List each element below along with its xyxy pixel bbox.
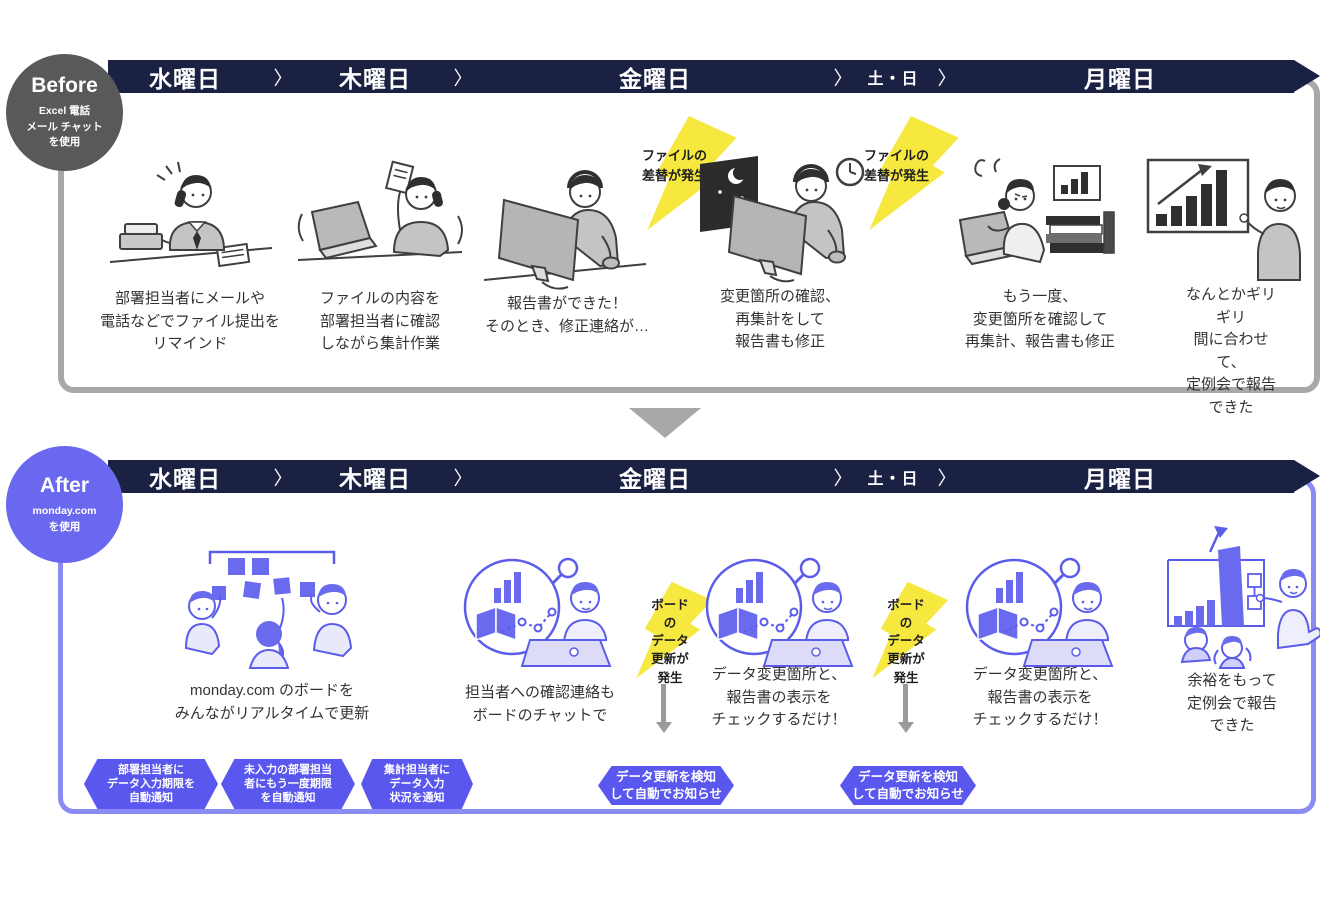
before-timeline-bar: 水曜日 〉 木曜日 〉 金曜日 〉 土・日 〉 月曜日: [108, 60, 1320, 93]
before-alert-1-text: ファイルの 差替が発生: [642, 148, 708, 184]
before-step-5-caption: もう一度、 変更箇所を確認して 再集計、報告書も修正: [964, 288, 1116, 350]
notification-badge-deadline-auto: 部署担当者に データ入力期限を 自動通知: [84, 759, 218, 809]
board-chat-illustration: [450, 552, 628, 682]
chevron-right-icon: 〉: [273, 468, 293, 489]
before-badge-title: Before: [31, 73, 98, 97]
after-day-weekend: 土・日: [867, 470, 919, 488]
after-day-wednesday: 水曜日: [149, 465, 221, 492]
transition-down-arrow-icon: [629, 408, 701, 438]
data-check-illustration: [952, 552, 1130, 682]
file-check-illustration: [290, 158, 470, 289]
stressed-rework-illustration: [952, 158, 1127, 288]
night-rework-illustration: [692, 148, 872, 288]
down-arrow-icon: [655, 684, 672, 733]
deadline-presentation-illustration: [1140, 152, 1315, 287]
after-badge-title: After: [39, 473, 89, 497]
before-badge-subtitle: Excel 電話 メール チャット を使用: [26, 104, 103, 149]
report-done-illustration: [478, 162, 653, 295]
phone-reminder-illustration: [100, 158, 280, 289]
chevron-right-icon: 〉: [937, 68, 957, 89]
before-step-3-caption: 報告書ができた！ そのとき、修正連絡が…: [485, 295, 649, 335]
chevron-right-icon: 〉: [273, 68, 293, 89]
board-update-alert-bolt-icon: ボードの データ 更新が発生: [628, 576, 712, 685]
down-arrow-icon: [897, 684, 914, 733]
notification-badge-input-status: 集計担当者に データ入力 状況を通知: [361, 759, 473, 809]
after-alert-1-text: ボードの データ 更新が発生: [651, 598, 689, 685]
after-step-3-caption: データ変更箇所と、 報告書の表示を チェックするだけ！: [711, 666, 847, 728]
chevron-right-icon: 〉: [833, 468, 853, 489]
after-day-thursday: 木曜日: [339, 465, 411, 492]
chevron-right-icon: 〉: [453, 468, 473, 489]
after-step-1-caption: monday.com のボードを みんながリアルタイムで更新: [174, 682, 370, 722]
after-step-5-caption: 余裕をもって 定例会で報告できた: [1186, 672, 1277, 734]
after-badge: After monday.com を使用: [6, 446, 123, 563]
notification-badge-remind-again: 未入力の部署担当 者にもう一度期限 を自動通知: [221, 759, 355, 809]
notification-badge-update-detect-1: データ更新を検知 して自動でお知らせ: [598, 766, 734, 805]
before-step-6-caption: なんとかギリギリ 間に合わせて、 定例会で報告できた: [1185, 286, 1276, 416]
chevron-right-icon: 〉: [453, 68, 473, 89]
after-day-monday: 月曜日: [1084, 465, 1156, 492]
before-day-monday: 月曜日: [1084, 65, 1156, 92]
after-step-2-caption: 担当者への確認連絡も ボードのチャットで: [464, 684, 616, 724]
board-realtime-illustration: [172, 542, 367, 679]
after-alert-2-text: ボードの データ 更新が発生: [887, 598, 925, 685]
before-alert-2-text: ファイルの 差替が発生: [864, 148, 930, 184]
before-day-friday: 金曜日: [619, 65, 691, 92]
after-step-4-caption: データ変更箇所と、 報告書の表示を チェックするだけ！: [972, 666, 1108, 728]
after-timeline-bar: 水曜日 〉 木曜日 〉 金曜日 〉 土・日 〉 月曜日: [108, 460, 1320, 493]
relaxed-presentation-illustration: [1148, 522, 1322, 677]
chevron-right-icon: 〉: [833, 68, 853, 89]
after-badge-subtitle: monday.com を使用: [32, 504, 97, 533]
before-day-wednesday: 水曜日: [149, 65, 221, 92]
before-badge: Before Excel 電話 メール チャット を使用: [6, 54, 123, 171]
notification-badge-update-detect-2: データ更新を検知 して自動でお知らせ: [840, 766, 976, 805]
before-day-weekend: 土・日: [867, 70, 919, 88]
chevron-right-icon: 〉: [937, 468, 957, 489]
board-update-alert-bolt-icon: ボードの データ 更新が発生: [864, 576, 948, 685]
file-replace-alert-bolt-icon: ファイルの 差替が発生: [856, 116, 962, 230]
data-check-illustration: [692, 552, 870, 682]
before-step-1-caption: 部署担当者にメールや 電話などでファイル提出を リマインド: [100, 290, 280, 352]
file-replace-alert-bolt-icon: ファイルの 差替が発生: [634, 116, 740, 230]
before-step-2-caption: ファイルの内容を 部署担当者に確認 しながら集計作業: [319, 290, 441, 352]
before-day-thursday: 木曜日: [339, 65, 411, 92]
before-step-4-caption: 変更箇所の確認、 再集計をして 報告書も修正: [719, 288, 841, 350]
after-day-friday: 金曜日: [619, 465, 691, 492]
